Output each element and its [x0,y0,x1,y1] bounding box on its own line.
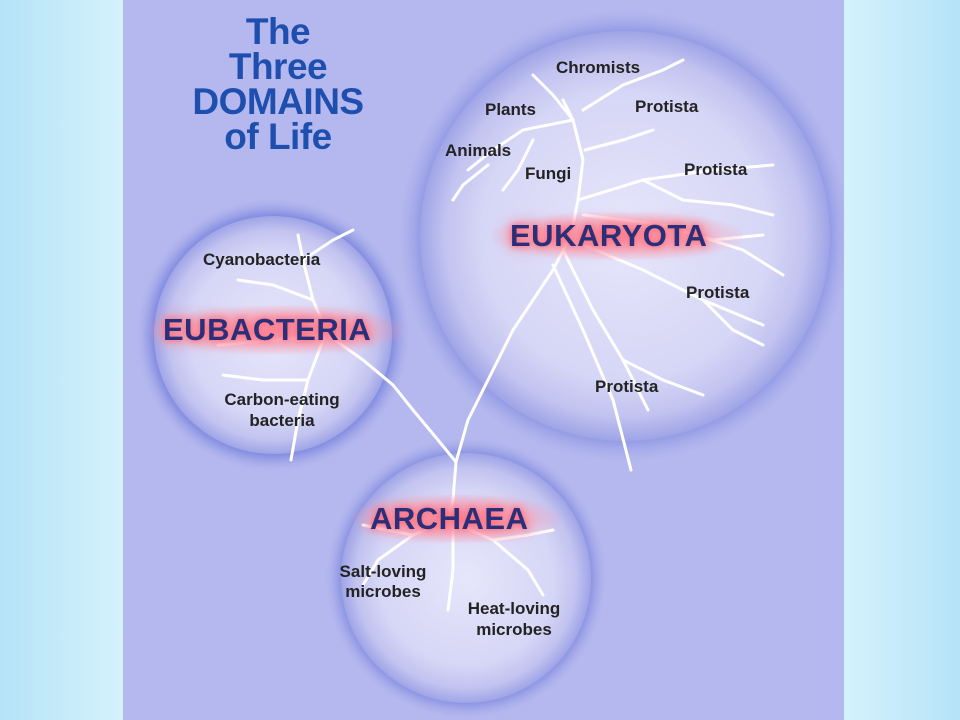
trunk-branch [289,338,325,462]
trunk-branch [583,128,655,152]
label-protista: Protista [595,377,659,396]
trunk-branch [576,163,775,202]
label-salt-loving: Salt-loving [339,562,427,581]
trunk-branch [701,298,765,347]
label-fungi: Fungi [525,164,572,183]
left-margin [0,0,123,720]
domain-archaea-label: ARCHAEA [370,501,529,536]
label-cyanobacteria: Cyanobacteria [203,250,321,269]
domain-eukaryota-label: EUKARYOTA [510,218,708,253]
trunk-branch [236,278,315,302]
eubacteria-glow [151,306,403,354]
domain-eubacteria-label: EUBACTERIA [163,312,372,347]
trunk-branch [561,98,585,237]
title-line: DOMAINS [192,81,364,122]
trunk-branch [221,373,310,382]
label-bacteria: bacteria [249,411,315,430]
label-protista: Protista [686,283,750,302]
label-microbes: microbes [345,582,421,601]
label-protista: Protista [684,160,748,179]
eukaryota-glow [493,212,743,260]
trunk-branch [641,178,775,217]
title-line: of Life [224,116,332,157]
trunk-branch [551,263,633,472]
diagram-title: The Three DOMAINS of Life [163,11,393,157]
trunk-branch [466,118,575,172]
trunk-branch [581,58,685,112]
trunk-branch [531,73,575,122]
trunk-branch [561,248,650,412]
label-microbes: microbes [476,620,552,639]
title-line: The [245,11,311,52]
trunk-branch [454,233,573,464]
label-protista: Protista [635,97,699,116]
title-line: Three [228,46,328,87]
label-heat-loving: Heat-loving [467,599,561,618]
label-carbon-eating: Carbon-eating [224,390,340,409]
trunk-branch [326,333,458,464]
trunk-branch [301,228,355,262]
trunk-branch [621,358,705,397]
trunk-branch [501,138,535,192]
label-chromists: Chromists [556,58,641,77]
right-margin [844,0,960,720]
label-plants: Plants [485,100,537,119]
trunk-branch [451,163,490,202]
three-domains-diagram: The Three DOMAINS of Life EUKARYOTA Chro… [123,0,844,720]
label-animals: Animals [445,141,512,160]
archaea-glow [353,495,561,543]
